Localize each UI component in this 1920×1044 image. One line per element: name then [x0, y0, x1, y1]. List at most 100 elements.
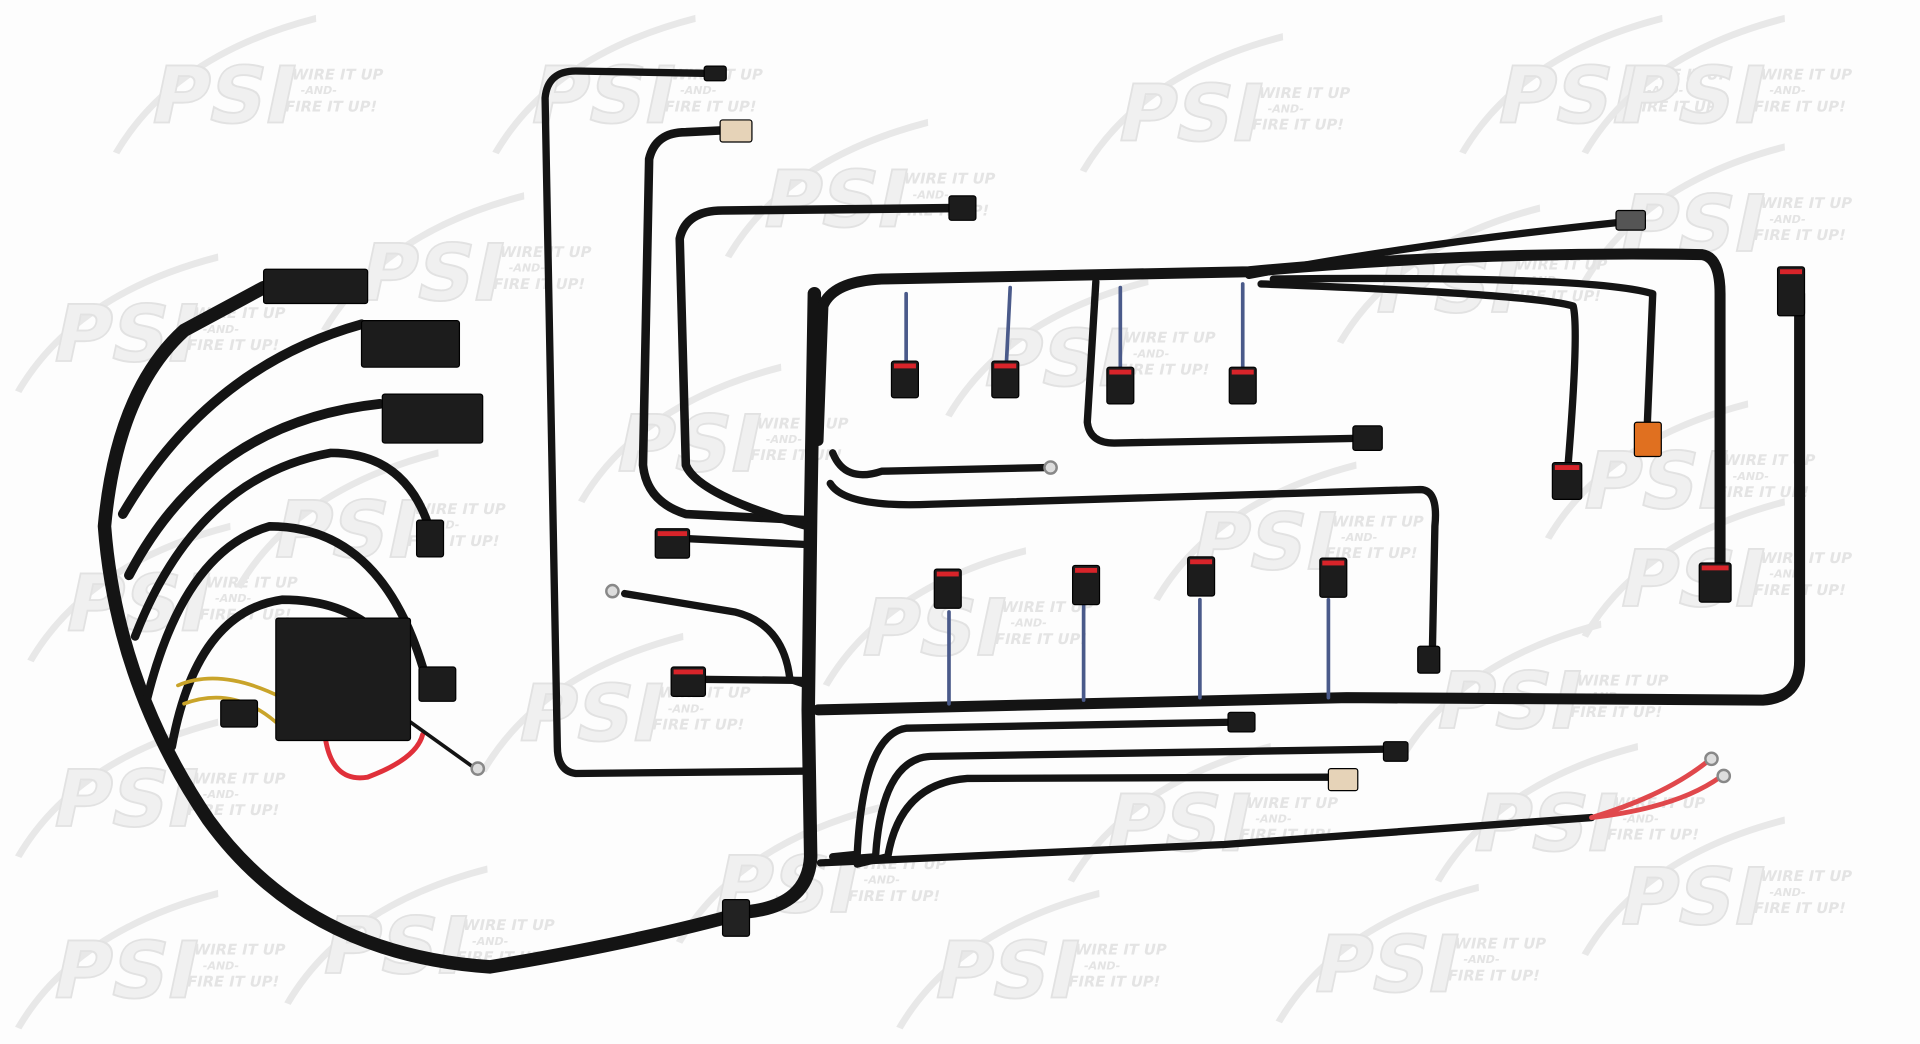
svg-text:PSI: PSI — [1098, 777, 1261, 869]
branch — [829, 449, 1051, 479]
svg-text:FIRE IT UP!: FIRE IT UP! — [993, 630, 1089, 648]
injector-connector — [890, 360, 919, 399]
svg-text:FIRE IT UP!: FIRE IT UP! — [1067, 973, 1163, 991]
svg-text:-AND-: -AND- — [1768, 213, 1807, 226]
svg-text:FIRE IT UP!: FIRE IT UP! — [491, 275, 587, 293]
svg-text:WIRE IT UP: WIRE IT UP — [192, 769, 287, 787]
tan-connector — [1327, 768, 1359, 792]
branch — [620, 589, 812, 690]
svg-text:-AND-: -AND- — [764, 433, 803, 446]
svg-text:-AND-: -AND- — [201, 959, 240, 972]
svg-text:FIRE IT UP!: FIRE IT UP! — [748, 446, 844, 464]
svg-text:-AND-: -AND- — [1009, 617, 1048, 630]
svg-text:PSI: PSI — [143, 49, 306, 141]
injector-connector — [933, 568, 962, 609]
svg-text:WIRE IT UP: WIRE IT UP — [1759, 867, 1854, 885]
svg-text:-AND-: -AND- — [1340, 531, 1379, 544]
svg-text:FIRE IT UP!: FIRE IT UP! — [1250, 116, 1346, 134]
svg-text:WIRE IT UP: WIRE IT UP — [902, 170, 997, 188]
branch — [826, 479, 1440, 653]
ring-terminal — [470, 761, 486, 776]
svg-text:PSI: PSI — [1612, 49, 1775, 141]
grommet — [721, 898, 751, 937]
ecm-connector — [381, 393, 484, 444]
ecm-connector — [262, 268, 369, 305]
injector-connector — [1071, 564, 1101, 606]
tan-connector — [719, 119, 753, 143]
svg-text:-AND-: -AND- — [299, 84, 338, 97]
engine-loop-lower — [812, 288, 1806, 716]
svg-text:PSI: PSI — [1110, 68, 1273, 160]
svg-text:WIRE IT UP: WIRE IT UP — [1453, 935, 1548, 953]
svg-text:FIRE IT UP!: FIRE IT UP! — [185, 973, 281, 991]
branch — [853, 773, 1333, 868]
ring-terminal — [1043, 460, 1058, 475]
injector-connector — [1319, 557, 1348, 598]
coil-connector — [1698, 562, 1732, 603]
svg-text:-AND-: -AND- — [1731, 470, 1770, 483]
small-connector — [703, 65, 727, 82]
svg-text:-AND-: -AND- — [507, 262, 546, 275]
svg-text:WIRE IT UP: WIRE IT UP — [1722, 451, 1817, 469]
svg-text:WIRE IT UP: WIRE IT UP — [290, 66, 385, 84]
red-battery-lead — [1589, 758, 1723, 821]
svg-text:FIRE IT UP!: FIRE IT UP! — [1115, 361, 1211, 379]
svg-text:PSI: PSI — [45, 924, 208, 1016]
svg-text:FIRE IT UP!: FIRE IT UP! — [1715, 483, 1811, 501]
svg-text:WIRE IT UP: WIRE IT UP — [461, 916, 556, 934]
injector-connector — [991, 360, 1020, 399]
svg-text:FIRE IT UP!: FIRE IT UP! — [650, 716, 746, 734]
svg-text:WIRE IT UP: WIRE IT UP — [1759, 549, 1854, 567]
sensor-connector — [1633, 421, 1662, 458]
injector-pigtails — [904, 282, 1331, 706]
branch — [694, 675, 812, 685]
svg-text:PSI: PSI — [1612, 851, 1775, 943]
svg-text:FIRE IT UP!: FIRE IT UP! — [663, 98, 759, 116]
svg-text:-AND-: -AND- — [1646, 84, 1685, 97]
fuse-wires — [176, 676, 284, 724]
svg-text:-AND-: -AND- — [1462, 953, 1501, 966]
ring-terminal — [605, 583, 620, 599]
svg-text:-AND-: -AND- — [862, 874, 901, 887]
branch — [1083, 277, 1369, 447]
svg-text:FIRE IT UP!: FIRE IT UP! — [1752, 98, 1848, 116]
svg-text:PSI: PSI — [351, 227, 514, 319]
sensor-connector — [1382, 741, 1409, 762]
svg-text:FIRE IT UP!: FIRE IT UP! — [185, 336, 281, 354]
svg-text:FIRE IT UP!: FIRE IT UP! — [1630, 98, 1726, 116]
svg-text:-AND-: -AND- — [1254, 813, 1293, 826]
svg-text:FIRE IT UP!: FIRE IT UP! — [1446, 967, 1542, 985]
branch — [682, 534, 812, 549]
svg-text:PSI: PSI — [1612, 533, 1775, 625]
svg-text:WIRE IT UP: WIRE IT UP — [1759, 194, 1854, 212]
svg-text:FIRE IT UP!: FIRE IT UP! — [1568, 703, 1664, 721]
branch — [841, 745, 1394, 863]
sensor-connector — [1352, 425, 1383, 452]
trunk-branch — [117, 319, 367, 519]
sensor-connector — [670, 666, 707, 698]
relay-connector — [220, 699, 259, 728]
ring-terminal — [1716, 768, 1732, 784]
branch — [638, 125, 813, 525]
svg-text:PSI: PSI — [510, 667, 673, 759]
svg-text:WIRE IT UP: WIRE IT UP — [1122, 329, 1217, 347]
branch — [1257, 280, 1579, 481]
ground-wire — [408, 720, 478, 771]
svg-text:FIRE IT UP!: FIRE IT UP! — [846, 887, 942, 905]
maf-connector — [415, 519, 445, 558]
